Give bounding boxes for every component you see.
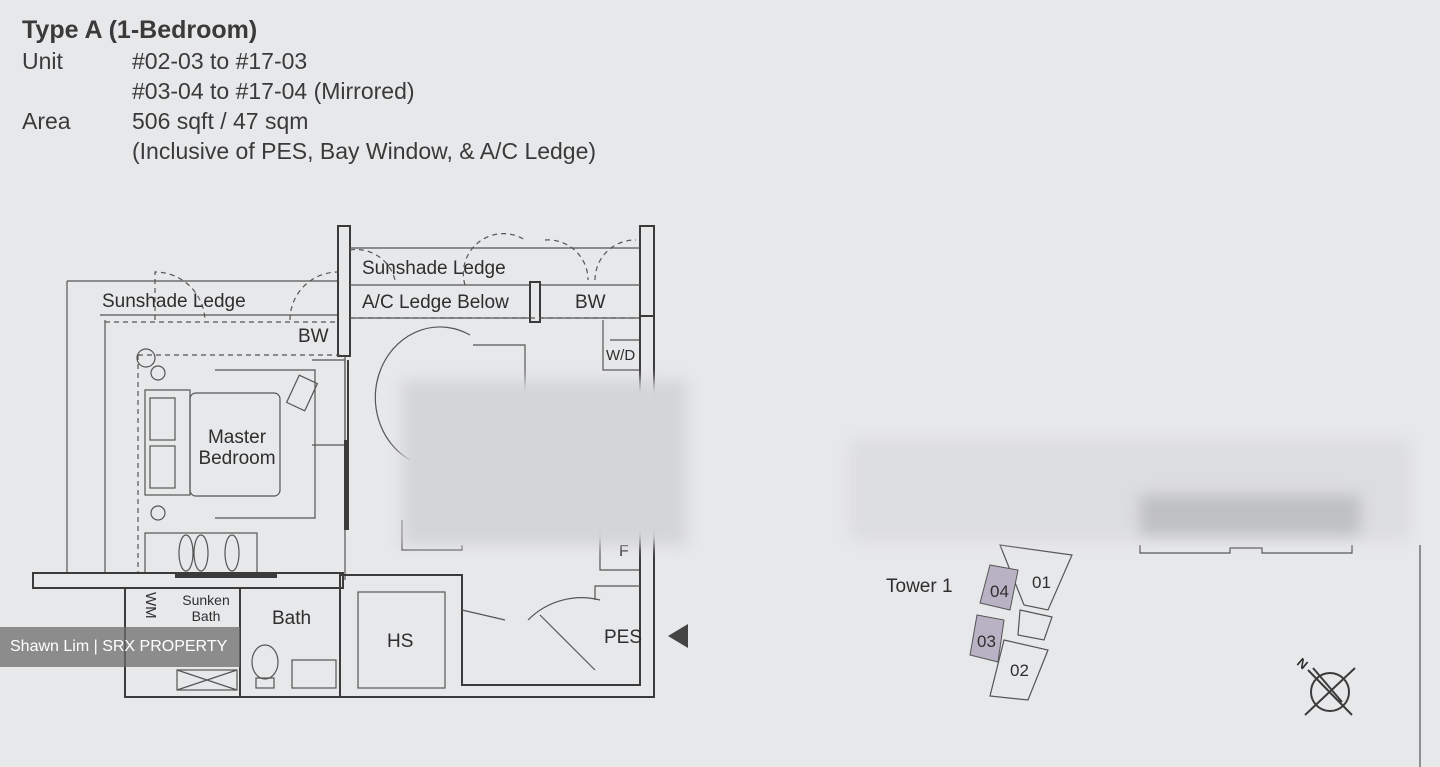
unit-03-highlight: [969, 614, 1005, 663]
label-wm: WM: [142, 592, 159, 619]
label-bath: Bath: [272, 608, 311, 629]
unit-04-label: 04: [990, 582, 1009, 601]
label-wd: W/D: [606, 347, 635, 364]
unit-label: Unit: [22, 48, 63, 74]
entrance-arrow-icon: [668, 624, 688, 648]
area-label: Area: [22, 108, 71, 134]
label-master-2: Bedroom: [198, 448, 275, 469]
unit-02-label: 02: [1010, 661, 1029, 680]
label-pes: PES: [604, 627, 642, 648]
north-compass-icon: N: [1294, 655, 1356, 716]
label-fridge: F: [619, 543, 629, 560]
unit-range-1: #02-03 to #17-03: [132, 48, 308, 74]
watermark: Shawn Lim | SRX PROPERTY: [0, 627, 240, 667]
unit-04-highlight: [979, 564, 1019, 611]
area-note: (Inclusive of PES, Bay Window, & A/C Led…: [132, 138, 597, 164]
unit-03-label: 03: [977, 632, 996, 651]
area-value: 506 sqft / 47 sqm: [132, 108, 309, 134]
label-bw-bedroom: BW: [298, 326, 329, 347]
label-sunshade-ledge-left: Sunshade Ledge: [102, 291, 246, 312]
label-sunken-1: Sunken: [182, 592, 229, 608]
blurred-region: [402, 380, 687, 545]
label-hs: HS: [387, 631, 413, 652]
label-sunken-2: Bath: [192, 608, 221, 624]
unit-01-label: 01: [1032, 573, 1051, 592]
label-bw-top: BW: [575, 292, 606, 313]
key-plan: Tower 1 04 01 03 02: [886, 544, 1353, 701]
label-master-1: Master: [208, 427, 267, 448]
label-sunshade-ledge-top: Sunshade Ledge: [362, 258, 506, 279]
blurred-region: [1140, 495, 1360, 535]
unit-range-2: #03-04 to #17-04 (Mirrored): [132, 78, 415, 104]
unit-type-title: Type A (1-Bedroom): [22, 16, 258, 44]
label-ac-ledge: A/C Ledge Below: [362, 292, 509, 313]
tower-label: Tower 1: [886, 576, 953, 597]
